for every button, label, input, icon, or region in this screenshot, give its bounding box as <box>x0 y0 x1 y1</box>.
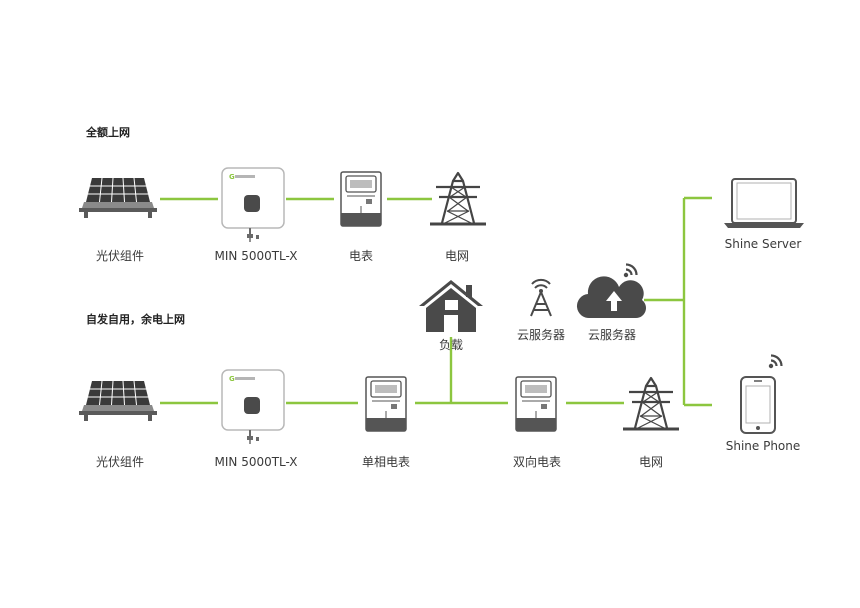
section-title-full-feed-in: 全额上网 <box>86 126 130 139</box>
grid-tower-icon-r1 <box>428 171 488 226</box>
pv-label-r1: 光伏组件 <box>95 249 145 263</box>
section-title-self-use: 自发自用，余电上网 <box>86 313 185 326</box>
laptop-icon <box>724 178 804 228</box>
grid-label-r2: 电网 <box>638 455 664 469</box>
single-meter-icon <box>365 376 407 432</box>
inverter-icon-r2 <box>221 369 285 445</box>
grid-tower-icon-r2 <box>621 376 681 431</box>
phone-wifi-icon <box>767 354 783 370</box>
load-label: 负载 <box>438 338 464 352</box>
phone-icon <box>740 376 776 434</box>
house-icon <box>419 280 483 332</box>
meter-icon-r1 <box>340 171 382 227</box>
bidirectional-meter-label: 双向电表 <box>512 455 562 469</box>
cloud-label: 云服务器 <box>587 328 637 342</box>
bidirectional-meter-icon <box>515 376 557 432</box>
grid-label-r1: 电网 <box>444 249 470 263</box>
inverter-label-r1: MIN 5000TL-X <box>214 249 298 263</box>
solar-panel-icon-r1 <box>78 177 158 219</box>
pv-label-r2: 光伏组件 <box>95 455 145 469</box>
antenna-tower-icon <box>530 278 552 317</box>
cloud-upload-icon <box>576 276 647 319</box>
shine-server-label: Shine Server <box>724 237 802 251</box>
shine-phone-label: Shine Phone <box>725 439 801 453</box>
connection-lines <box>160 196 712 407</box>
solar-panel-icon-r2 <box>78 380 158 422</box>
inverter-label-r2: MIN 5000TL-X <box>214 455 298 469</box>
antenna-label: 云服务器 <box>516 328 566 342</box>
meter-label-r1: 电表 <box>348 249 374 263</box>
single-meter-label: 单相电表 <box>361 455 411 469</box>
cloud-wifi-icon <box>622 263 638 279</box>
inverter-icon-r1 <box>221 167 285 243</box>
